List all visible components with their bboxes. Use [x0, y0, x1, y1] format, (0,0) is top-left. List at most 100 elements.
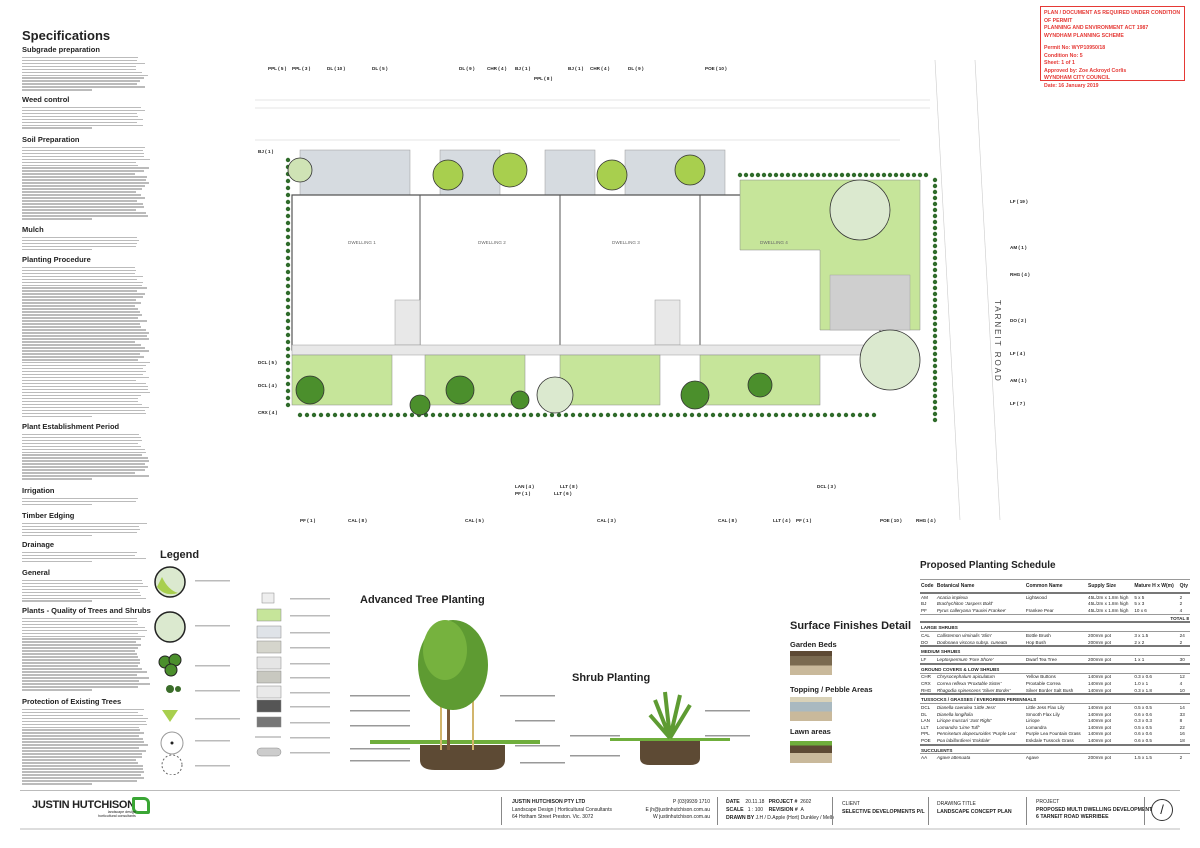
hedge-shrub — [501, 413, 505, 417]
schedule-category: GROUND COVERS & LOW SHRUBS — [920, 664, 1190, 673]
client: SELECTIVE DEVELOPMENTS P/L — [842, 809, 925, 815]
hedge-shrub — [912, 173, 916, 177]
schedule-row: AMAcacia implexaLightwood45L/2m x 1.8m h… — [920, 593, 1190, 601]
hedge-shrub — [933, 262, 937, 266]
hedge-shrub — [933, 268, 937, 272]
hedge-shrub — [768, 173, 772, 177]
schedule-cell: 2 x 2 — [1133, 639, 1178, 647]
hedge-shrub — [933, 214, 937, 218]
hedge-shrub — [933, 208, 937, 212]
tree-planting-title: Advanced Tree Planting — [360, 594, 485, 606]
schedule-cell: Callistemon viminalis 'Slim' — [936, 632, 1025, 639]
schedule-cell: 2 — [1179, 639, 1190, 647]
company-name: JUSTIN HUTCHISON PTY LTD — [512, 799, 585, 805]
website-link[interactable]: W justinhutchison.com.au — [635, 814, 710, 822]
schedule-cell: 12 — [1179, 673, 1190, 680]
hedge-shrub — [933, 196, 937, 200]
hedge-shrub — [286, 368, 290, 372]
hedge-shrub — [326, 413, 330, 417]
plant-callout: CHR ( 4 ) — [590, 66, 609, 71]
hedge-shrub — [840, 173, 844, 177]
schedule-cell: LLT — [920, 724, 936, 731]
date-label: DATE — [726, 799, 740, 805]
schedule-cell: Dianella longifolia — [936, 711, 1025, 718]
schedule-cell: CAL — [920, 632, 936, 639]
hedge-shrub — [550, 413, 554, 417]
hedge-shrub — [753, 413, 757, 417]
hedge-shrub — [774, 413, 778, 417]
phone: P (03)9939 1710 — [635, 799, 710, 807]
drawing-meta: DATE 20.11.18 PROJECT # 2602 SCALE 1 : 1… — [726, 799, 834, 822]
hedge-shrub — [924, 173, 928, 177]
plant-callout: DCL ( 4 ) — [258, 383, 277, 388]
schedule-cell: 45L/2m x 1.8m high — [1087, 601, 1133, 608]
plant-callout: DCL ( 5 ) — [258, 360, 277, 365]
plant-callout: LLT ( 8 ) — [560, 484, 578, 489]
plant-callout: CAL ( 8 ) — [348, 518, 367, 523]
hedge-shrub — [522, 413, 526, 417]
hedge-shrub — [585, 413, 589, 417]
hedge-shrub — [888, 173, 892, 177]
hedge-shrub — [382, 413, 386, 417]
hedge-shrub — [286, 214, 290, 218]
hedge-shrub — [762, 173, 766, 177]
hedge-shrub — [286, 256, 290, 260]
schedule-cell: 140mm pot — [1087, 704, 1133, 711]
schedule-cell: 200mm pot — [1087, 639, 1133, 647]
road-name: TARNEIT ROAD — [993, 300, 1002, 383]
surface-finishes-title: Surface Finishes Detail — [790, 620, 911, 632]
hedge-shrub — [933, 250, 937, 254]
hedge-shrub — [286, 291, 290, 295]
schedule-cell: Correa reflexa 'Proxtable Sister' — [936, 680, 1025, 687]
hedge-shrub — [744, 173, 748, 177]
hedge-shrub — [739, 413, 743, 417]
hedge-shrub — [286, 284, 290, 288]
plant-callout: CAL ( 8 ) — [718, 518, 737, 523]
plant-callout: DO ( 2 ) — [1010, 318, 1026, 323]
schedule-header: Mature H x W(m) — [1133, 580, 1178, 594]
plant-callout: PF ( 1 ) — [300, 518, 315, 523]
dwelling-label: DWELLING 1 — [348, 240, 376, 245]
hedge-shrub — [655, 413, 659, 417]
hedge-shrub — [286, 361, 290, 365]
hedge-shrub — [933, 412, 937, 416]
hedge-shrub — [662, 413, 666, 417]
hedge-shrub — [933, 256, 937, 260]
schedule-cell: 140mm pot — [1087, 711, 1133, 718]
email-link[interactable]: E jh@justinhutchison.com.au — [635, 807, 710, 815]
plant-callout: CAL ( 3 ) — [597, 518, 616, 523]
schedule-cell: 0.5 x 0.5 — [1133, 704, 1178, 711]
schedule-cell: Dwarf Tea Tree — [1025, 656, 1087, 664]
hedge-shrub — [286, 235, 290, 239]
hedge-shrub — [834, 173, 838, 177]
hedge-shrub — [933, 244, 937, 248]
hedge-shrub — [802, 413, 806, 417]
hedge-shrub — [286, 242, 290, 246]
schedule-row: CRXCorrea reflexa 'Proxtable Sister'Prox… — [920, 680, 1190, 687]
hedge-shrub — [844, 413, 848, 417]
hedge-shrub — [286, 263, 290, 267]
schedule-cell: Dodonaea viscosa subsp. cuneata — [936, 639, 1025, 647]
hedge-shrub — [858, 413, 862, 417]
hedge-shrub — [933, 394, 937, 398]
schedule-header: Common Name — [1025, 580, 1087, 594]
schedule-cell: LF — [920, 656, 936, 664]
tree-symbol — [511, 391, 529, 409]
hedge-shrub — [347, 413, 351, 417]
logo-sub2: horticultural consultants — [98, 814, 136, 818]
hedge-shrub — [557, 413, 561, 417]
hedge-shrub — [606, 413, 610, 417]
schedule-header: Code — [920, 580, 936, 594]
schedule-cell: 140mm pot — [1087, 717, 1133, 724]
schedule-row: POEPoa labillardierei 'Eskdale'Eskdale T… — [920, 737, 1190, 745]
schedule-cell: Lightwood — [1025, 593, 1087, 601]
schedule-cell: 0.6 x 0.6 — [1133, 731, 1178, 738]
hedge-shrub — [704, 413, 708, 417]
hedge-shrub — [480, 413, 484, 417]
schedule-cell: 4 — [1179, 680, 1190, 687]
hedge-shrub — [830, 413, 834, 417]
hedge-shrub — [933, 334, 937, 338]
schedule-total: TOTAL 8 — [920, 614, 1190, 622]
schedule-cell: Proxtable Correa — [1025, 680, 1087, 687]
plant-callout: LAN ( 4 ) — [515, 484, 534, 489]
